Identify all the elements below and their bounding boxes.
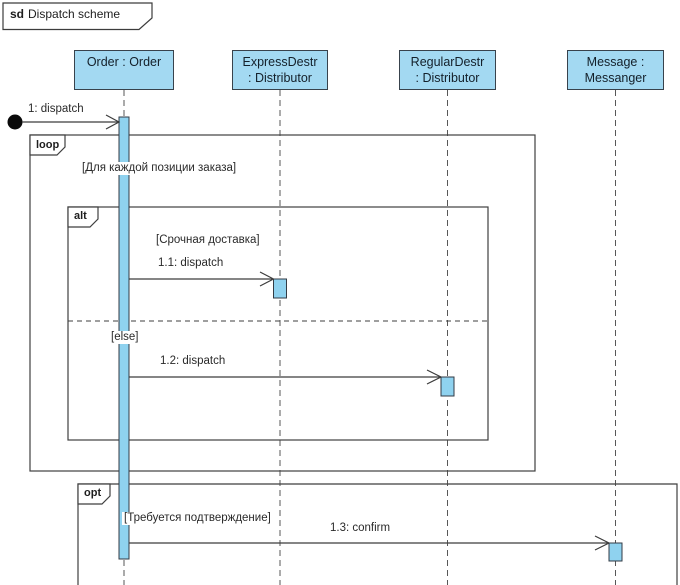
opt-operator-pentagon — [77, 483, 111, 505]
lifeline-label-line1: Order : Order — [86, 55, 162, 69]
frame-name-pentagon — [2, 2, 153, 31]
message-1-3-arrowhead-icon — [594, 535, 611, 551]
opt-fragment-frame[interactable] — [77, 483, 678, 585]
alt-operator-pentagon — [67, 206, 99, 228]
lifeline-label-line1: RegularDestr — [410, 55, 485, 69]
message-1-1-arrowhead-icon — [259, 271, 275, 287]
found-message-circle[interactable] — [7, 114, 23, 130]
alt-operator-label: alt — [74, 210, 87, 222]
activation-bar-regulardestr[interactable] — [440, 376, 455, 397]
lifeline-head-regulardestr[interactable]: RegularDestr : Distributor — [399, 50, 496, 90]
message-1-2-arrowhead-icon — [426, 369, 443, 385]
alt-guard-else-label: [else] — [109, 331, 141, 344]
loop-fragment-frame[interactable] — [29, 134, 536, 472]
lifeline-label-line2: Messanger — [584, 71, 647, 85]
message-1-arrowhead-icon — [105, 114, 121, 130]
lifeline-label-line1: ExpressDestr — [242, 55, 318, 69]
activation-bar-message[interactable] — [608, 542, 623, 562]
opt-operator-label: opt — [84, 487, 102, 499]
lifeline-head-message[interactable]: Message : Messanger — [567, 50, 664, 90]
loop-operator-pentagon — [29, 134, 66, 156]
lifeline-head-order[interactable]: Order : Order — [74, 50, 174, 90]
frame-keyword: sd — [10, 7, 25, 21]
lifeline-label-line2: : Distributor — [415, 71, 480, 85]
message-1-label[interactable]: 1: dispatch — [28, 103, 84, 115]
activation-bar-expressdestr[interactable] — [273, 278, 287, 299]
message-1-3-label[interactable]: 1.3: confirm — [330, 522, 391, 534]
message-1-1-label[interactable]: 1.1: dispatch — [158, 257, 224, 269]
alt-guard-if-label: [Срочная доставка] — [154, 234, 262, 247]
lifeline-head-expressdestr[interactable]: ExpressDestr : Distributor — [232, 50, 328, 90]
loop-guard-label: [Для каждой позиции заказа] — [80, 162, 239, 175]
message-1-2-label[interactable]: 1.2: dispatch — [160, 355, 226, 367]
lifeline-label-line1: Message : — [586, 55, 645, 69]
lifeline-label-line2: : Distributor — [248, 71, 312, 85]
alt-fragment-frame[interactable] — [67, 206, 489, 441]
opt-guard-label: [Требуется подтверждение] — [122, 512, 273, 525]
frame-title-text: Dispatch scheme — [28, 7, 121, 21]
loop-operator-label: loop — [36, 139, 60, 151]
